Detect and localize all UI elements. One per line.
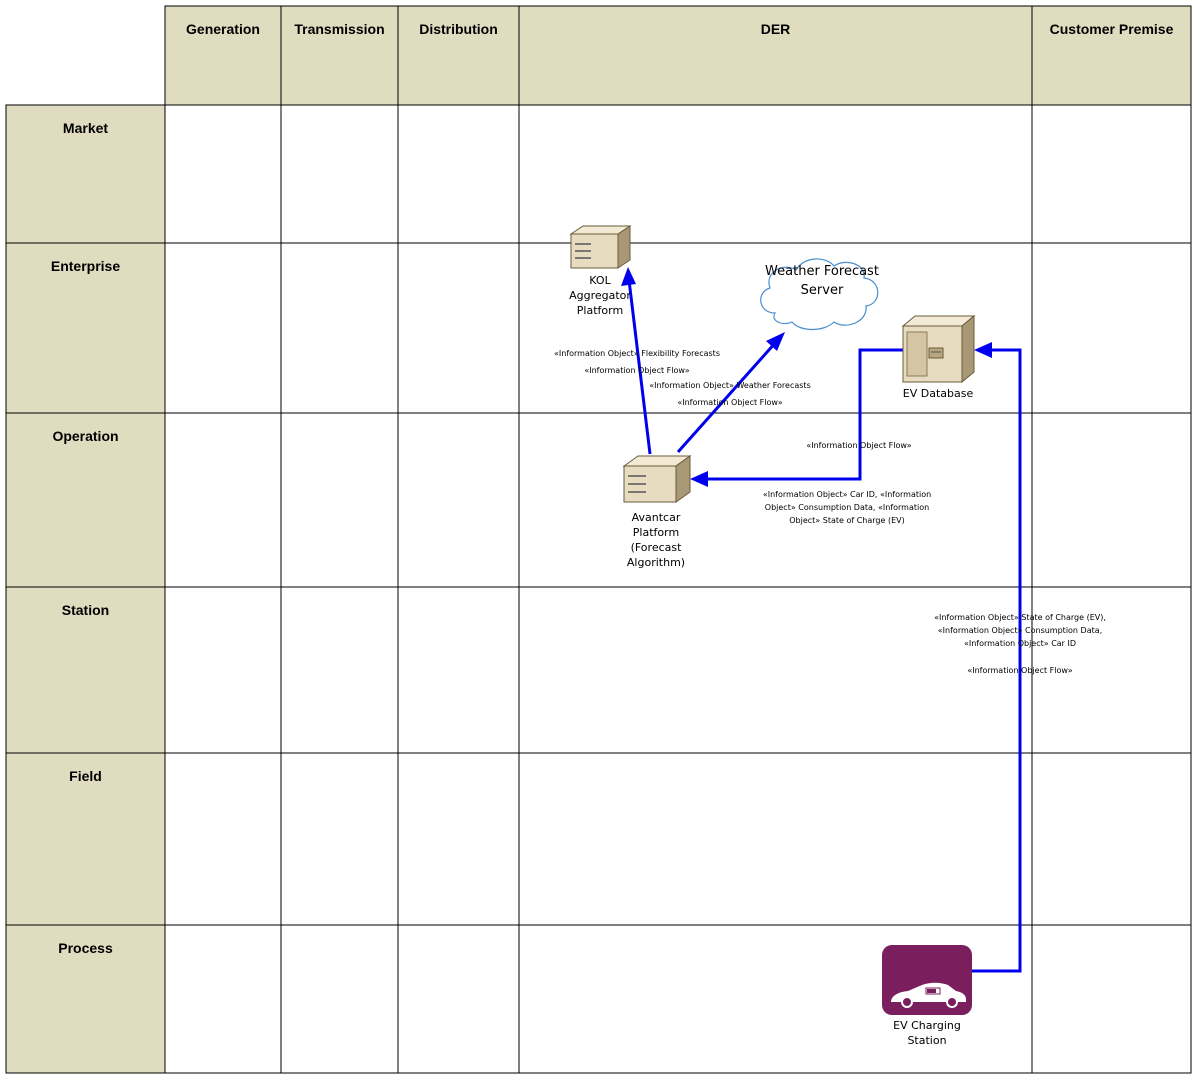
column-header-generation: Generation — [186, 21, 260, 37]
column-header-der: DER — [760, 21, 791, 37]
row-header-process: Process — [58, 940, 113, 956]
row-header-market: Market — [62, 120, 109, 136]
arrowhead-kol — [621, 267, 636, 286]
weather-forecast-label: Weather Forecast Server — [765, 264, 879, 298]
avantcar-server-icon — [622, 455, 692, 503]
weather-cloud-icon — [760, 258, 879, 331]
row-header-fills — [6, 105, 165, 1073]
arrowheads — [621, 267, 992, 487]
ev-database-icon — [901, 314, 976, 384]
row-header-station: Station — [61, 602, 110, 618]
column-header-distribution: Distribution — [419, 21, 498, 37]
flow-label-db-flow: «Information Object Flow» — [806, 441, 912, 450]
flow-arrows — [627, 279, 1022, 973]
flow-label-weather-object: «Information Object» Weather Forecasts — [649, 381, 811, 390]
column-header-fills — [165, 6, 1191, 105]
flow-line-weather — [676, 341, 778, 453]
row-header-operation: Operation — [52, 428, 119, 444]
column-header-transmission: Transmission — [294, 21, 385, 37]
flow-label-station-flow: «Information Object Flow» — [967, 666, 1073, 675]
row-header-enterprise: Enterprise — [50, 258, 121, 274]
flow-label-db-objects: «Information Object» Car ID, «Informatio… — [762, 490, 932, 525]
grid-lines — [5, 5, 1192, 1074]
flow-line-station — [972, 348, 1022, 973]
flow-line-flexibility — [627, 279, 652, 455]
kol-aggregator-label: KOL Aggregator Platform — [569, 274, 631, 317]
flow-label-station-objects: «Information Object» State of Charge (EV… — [934, 613, 1106, 648]
ev-database-label: EV Database — [902, 387, 974, 400]
arrowhead-weather — [766, 332, 785, 351]
column-header-customer-premise: Customer Premise — [1049, 21, 1174, 37]
flow-label-flexibility-object: «Information Object» Flexibility Forecas… — [554, 349, 720, 358]
row-header-field: Field — [69, 768, 102, 784]
flow-label-weather-flow: «Information Object Flow» — [677, 398, 783, 407]
arrowhead-ev-db — [974, 342, 992, 358]
flow-label-flexibility-flow: «Information Object Flow» — [584, 366, 690, 375]
ev-charging-station-icon — [882, 945, 972, 1015]
flow-line-db — [706, 348, 903, 481]
avantcar-platform-label: Avantcar Platform (Forecast Algorithm) — [626, 511, 686, 569]
arrowhead-avantcar — [690, 471, 708, 487]
ev-charging-station-label: EV Charging Station — [893, 1019, 961, 1047]
kol-server-icon — [569, 225, 632, 269]
